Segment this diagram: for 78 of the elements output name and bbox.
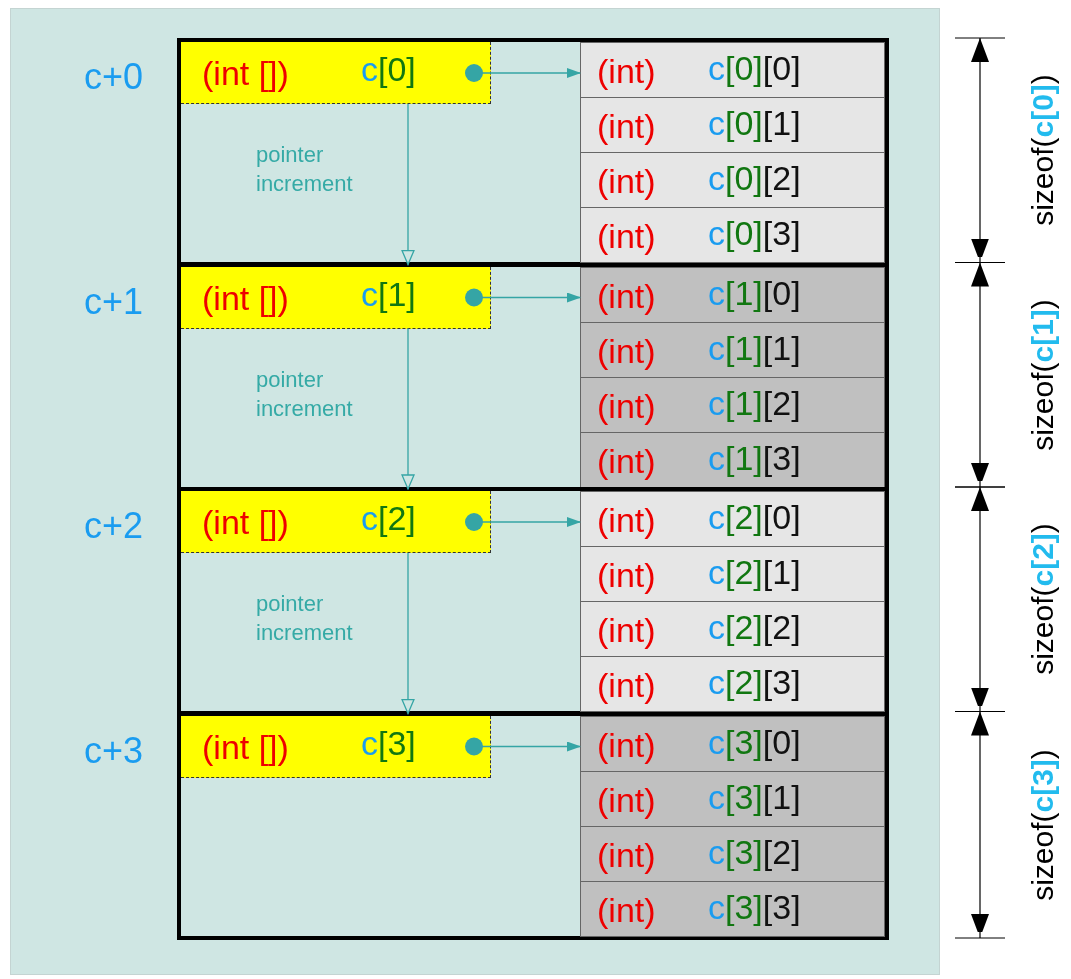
- memory-cell: [580, 880, 885, 937]
- size-label: sizeof(c[3]): [1025, 748, 1060, 901]
- element-name: c[1][2]: [708, 385, 801, 420]
- type-label: (int): [597, 333, 656, 368]
- element-name: c[3][0]: [708, 724, 801, 759]
- type-label: (int): [597, 388, 656, 423]
- element-name: c[0][0]: [708, 51, 801, 85]
- increment-arrow: [401, 552, 415, 715]
- memory-cell: [580, 42, 885, 98]
- increment-arrow: [401, 103, 415, 266]
- type-label: (int): [597, 892, 656, 927]
- memory-cell: [580, 601, 885, 657]
- increment-arrow: [401, 327, 415, 490]
- type-label: (int): [597, 219, 656, 253]
- element-name: c[1][1]: [708, 330, 801, 365]
- memory-cell: [580, 207, 885, 263]
- type-label: (int): [597, 558, 656, 592]
- type-label: (int): [597, 109, 656, 143]
- type-label: (int): [597, 164, 656, 198]
- address-label: c+1: [84, 280, 144, 323]
- type-label: (int): [597, 54, 656, 88]
- pointer-name: c[2]: [361, 501, 416, 535]
- size-label: sizeof(c[0]): [1025, 74, 1060, 227]
- element-name: c[2][1]: [708, 555, 801, 589]
- pointer-name: c[0]: [361, 52, 416, 86]
- type-label: (int): [597, 668, 656, 702]
- pointer-arrow: [465, 737, 581, 756]
- pointer-box: [181, 491, 491, 553]
- pointer-name: c[1]: [361, 276, 416, 311]
- pointer-name: c[3]: [361, 725, 416, 760]
- memory-cell: [580, 152, 885, 208]
- memory-cell: [580, 770, 885, 827]
- element-name: c[2][0]: [708, 500, 801, 534]
- type-label: (int): [597, 727, 656, 762]
- edge-label: pointer increment: [256, 365, 354, 423]
- element-name: c[0][3]: [708, 216, 801, 250]
- pointer-arrow: [465, 288, 581, 307]
- element-name: c[0][2]: [708, 161, 801, 195]
- type-label: (int): [597, 503, 656, 537]
- pointer-arrow: [465, 513, 581, 531]
- memory-cell: [580, 321, 885, 378]
- pointer-box: [181, 42, 491, 104]
- pointer-arrow: [465, 64, 581, 82]
- element-name: c[3][1]: [708, 779, 801, 814]
- edge-label: pointer increment: [256, 590, 354, 647]
- memory-cell: [580, 376, 885, 433]
- pointer-box: [181, 266, 491, 329]
- type-label: (int []): [202, 56, 289, 90]
- type-label: (int): [597, 782, 656, 817]
- memory-cell: [580, 431, 885, 488]
- memory-cell: [580, 825, 885, 882]
- element-name: c[2][3]: [708, 665, 801, 699]
- element-name: c[1][0]: [708, 275, 801, 310]
- memory-cell: [580, 97, 885, 153]
- type-label: (int): [597, 278, 656, 313]
- element-name: c[1][3]: [708, 440, 801, 475]
- element-name: c[0][1]: [708, 106, 801, 140]
- type-label: (int []): [202, 505, 289, 539]
- edge-label: pointer increment: [256, 141, 354, 198]
- element-name: c[3][2]: [708, 834, 801, 869]
- element-name: c[2][2]: [708, 610, 801, 644]
- address-label: c+0: [84, 56, 144, 98]
- memory-cell: [580, 491, 885, 547]
- type-label: (int []): [202, 729, 289, 764]
- element-name: c[3][3]: [708, 889, 801, 924]
- type-label: (int []): [202, 280, 289, 315]
- size-label: sizeof(c[2]): [1025, 523, 1060, 676]
- memory-cell: [580, 266, 885, 323]
- memory-cell: [580, 546, 885, 602]
- memory-cell: [580, 656, 885, 712]
- size-label: sizeof(c[1]): [1025, 298, 1060, 451]
- type-label: (int): [597, 613, 656, 647]
- memory-cell: [580, 715, 885, 772]
- type-label: (int): [597, 443, 656, 478]
- address-label: c+2: [84, 505, 144, 547]
- type-label: (int): [597, 837, 656, 872]
- address-label: c+3: [84, 729, 144, 772]
- pointer-box: [181, 715, 491, 778]
